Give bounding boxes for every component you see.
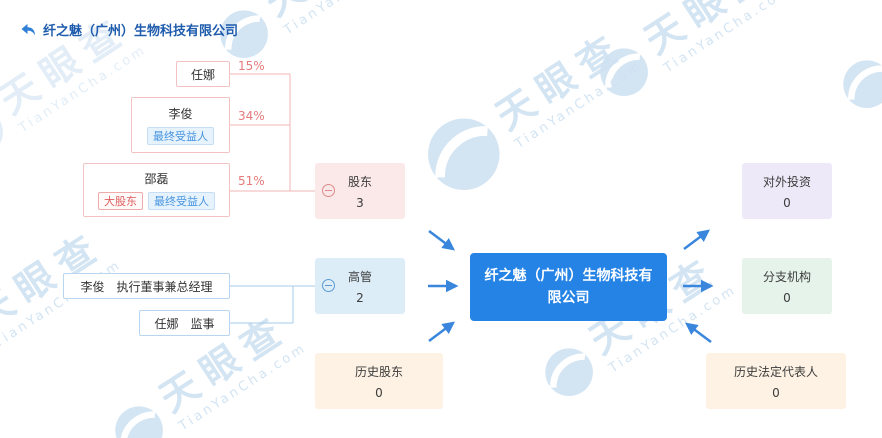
watermark-text: 天眼查 — [257, 0, 404, 25]
node-count: 0 — [783, 290, 791, 305]
beneficiary-tag: 最终受益人 — [148, 192, 215, 210]
node-count: 0 — [375, 385, 383, 400]
watermark-text: 天眼查 — [636, 0, 782, 63]
node-label: 分支机构 — [762, 269, 811, 284]
tianyancha-logo-icon — [428, 118, 500, 191]
node-label: 高管 — [347, 269, 372, 284]
page-title: 纤之魅（广州）生物科技有限公司 — [43, 24, 239, 39]
node-shareholders[interactable]: 股东 3 — [315, 163, 405, 219]
watermark-subtext: TianYanCha.com — [512, 57, 646, 152]
node-branches[interactable]: 分支机构 0 — [742, 258, 832, 314]
node-count: 0 — [772, 385, 780, 400]
node-count: 3 — [356, 195, 364, 210]
shareholder-box-renna[interactable]: 任娜 — [176, 61, 230, 87]
node-history-legal-rep[interactable]: 历史法定代表人 0 — [706, 353, 846, 409]
back-button[interactable] — [20, 22, 36, 38]
share-percent: 34% — [238, 109, 265, 123]
watermark-subtext: TianYanCha.com — [281, 0, 414, 38]
collapse-minus-icon[interactable] — [322, 184, 335, 197]
node-label: 历史法定代表人 — [733, 364, 818, 379]
node-label: 股东 — [347, 174, 372, 189]
shareholder-box-shaolei[interactable]: 邵磊 大股东 最终受益人 — [83, 163, 230, 217]
watermark: 天眼查 TianYanCha.com — [586, 0, 794, 110]
major-shareholder-tag: 大股东 — [98, 192, 143, 210]
node-outbound-investment[interactable]: 对外投资 0 — [742, 163, 832, 219]
node-label: 对外投资 — [762, 174, 811, 189]
node-count: 2 — [356, 290, 364, 305]
tianyancha-logo-icon — [544, 347, 593, 396]
shareholder-name: 李俊 — [168, 107, 193, 121]
company-node[interactable]: 纤之魅（广州）生物科技有限公司 — [470, 253, 667, 321]
node-label: 历史股东 — [354, 364, 403, 379]
tianyancha-logo-icon — [599, 47, 648, 96]
node-count: 0 — [783, 195, 791, 210]
share-percent: 51% — [238, 174, 265, 188]
executive-title: 监事 — [190, 316, 215, 331]
watermark-subtext: TianYanCha.com — [0, 257, 125, 352]
watermark: 天眼查 TianYanCha.com — [410, 14, 651, 208]
shareholder-name: 邵磊 — [144, 172, 169, 186]
executive-box-renna[interactable]: 任娜 监事 — [139, 310, 230, 336]
tianyancha-logo-icon — [842, 59, 882, 108]
watermark-text: 天眼查 — [487, 22, 633, 139]
share-percent: 15% — [238, 59, 265, 73]
shareholder-name: 任娜 — [190, 67, 215, 82]
executive-title: 执行董事兼总经理 — [116, 279, 213, 294]
watermark-subtext: TianYanCha.com — [661, 0, 795, 77]
shareholder-box-lijun[interactable]: 李俊 最终受益人 — [131, 97, 230, 153]
watermark-subtext: TianYanCha.com — [176, 340, 310, 435]
beneficiary-tag: 最终受益人 — [147, 127, 214, 145]
watermark-subtext: TianYanCha.com — [16, 42, 150, 137]
node-executives[interactable]: 高管 2 — [315, 258, 405, 314]
collapse-minus-icon[interactable] — [322, 279, 335, 292]
executive-box-lijun[interactable]: 李俊 执行董事兼总经理 — [63, 273, 230, 299]
tianyancha-logo-icon — [114, 405, 163, 438]
executive-name: 李俊 — [80, 279, 105, 294]
watermark: 天眼查 TianYanCha.com — [0, 222, 124, 385]
executive-name: 任娜 — [154, 316, 179, 331]
back-arrow-icon — [21, 23, 35, 35]
header: 纤之魅（广州）生物科技有限公司 — [20, 20, 238, 39]
tianyancha-logo-icon — [0, 107, 3, 156]
watermark: 天眼查 TianYanCha.com — [829, 0, 882, 122]
node-history-shareholders[interactable]: 历史股东 0 — [315, 353, 443, 409]
